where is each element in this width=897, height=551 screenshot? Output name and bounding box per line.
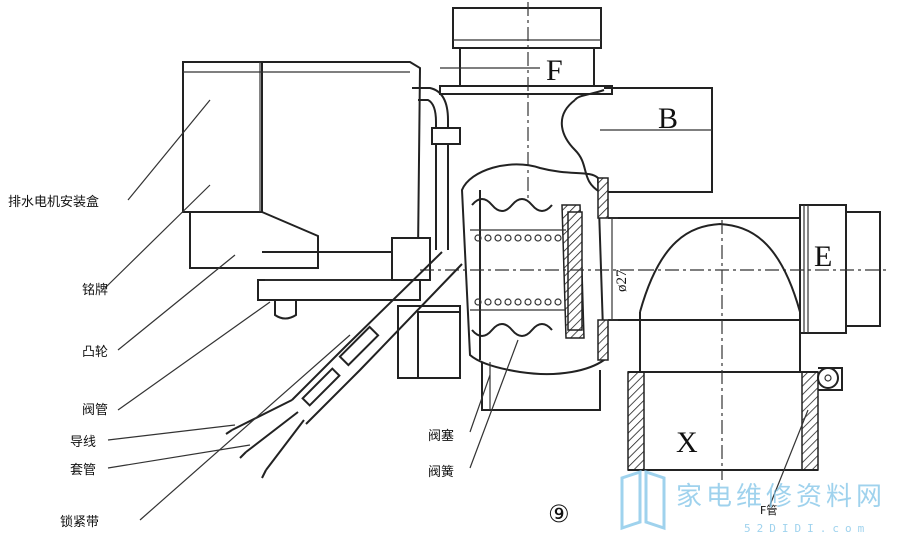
label-sleeve: 套管 <box>70 462 96 478</box>
letter-f: F <box>546 54 563 87</box>
lower-block <box>397 305 601 411</box>
letter-b: B <box>658 102 678 135</box>
book-icon <box>620 469 666 531</box>
watermark-text: 家电维修资料网 <box>676 482 886 512</box>
leader-lines <box>104 99 809 521</box>
motor-box <box>182 61 431 320</box>
figure-number: ⑨ <box>548 500 570 528</box>
letter-x: X <box>676 426 698 459</box>
valve-body <box>460 163 609 376</box>
e-pipe <box>608 204 890 334</box>
bent-tube <box>412 87 461 250</box>
label-f-pipe: F管 <box>760 503 777 517</box>
diameter-label: ø27 <box>614 269 630 292</box>
label-motor-box: 排水电机安装盒 <box>8 194 99 210</box>
label-wire: 导线 <box>70 435 96 450</box>
label-nameplate: 铭牌 <box>82 282 108 298</box>
b-pipe <box>560 87 713 193</box>
label-tie-strap: 锁紧带 <box>60 514 99 530</box>
conduit <box>225 251 463 479</box>
dimension-marker: ø27 <box>606 217 630 321</box>
letter-e: E <box>814 240 832 273</box>
watermark-url: 52DIDI.com <box>744 522 870 535</box>
x-pipe <box>627 220 843 480</box>
label-valve-spring: 阀簧 <box>428 464 454 480</box>
label-valve-tube: 阀管 <box>82 403 108 418</box>
top-housing <box>439 2 613 200</box>
watermark: 家电维修资料网 52DIDI.com <box>620 469 886 535</box>
label-valve-plug: 阀塞 <box>428 428 454 444</box>
label-cam: 凸轮 <box>82 345 108 360</box>
